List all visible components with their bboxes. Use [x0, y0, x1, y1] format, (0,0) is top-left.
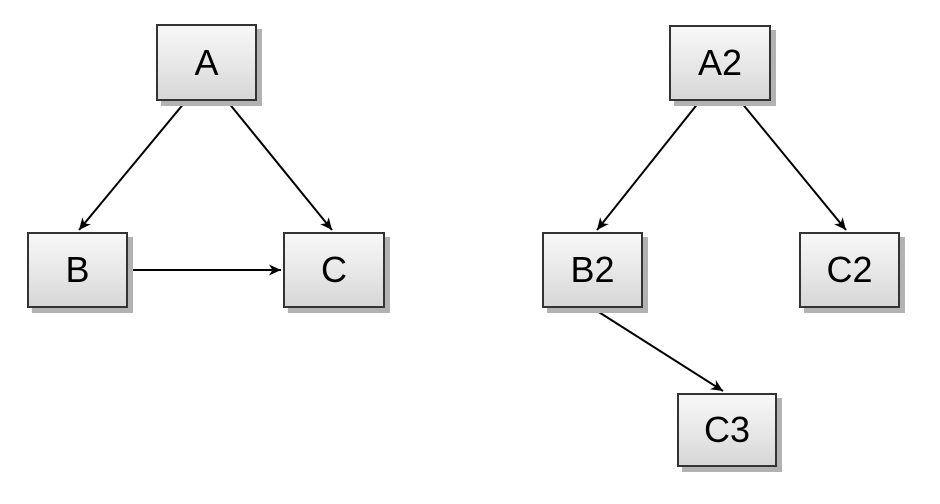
- node-C3-label: C3: [703, 409, 751, 450]
- node-C2-label: C2: [826, 249, 873, 290]
- node-B2-label: B2: [570, 249, 615, 290]
- edge-A-to-C[interactable]: [227, 101, 333, 231]
- node-C-label: C: [321, 249, 347, 290]
- node-B2[interactable]: B2: [542, 232, 643, 308]
- node-A2[interactable]: A2: [669, 25, 771, 101]
- edge-A-to-B[interactable]: [78, 101, 186, 231]
- edge-B2-to-C3[interactable]: [593, 308, 724, 392]
- node-C2[interactable]: C2: [799, 232, 900, 308]
- node-C3[interactable]: C3: [677, 393, 777, 467]
- edge-A2-to-B2[interactable]: [596, 101, 700, 231]
- node-B[interactable]: B: [27, 232, 128, 308]
- node-C[interactable]: C: [283, 232, 385, 308]
- node-A[interactable]: A: [156, 24, 257, 101]
- node-A-label: A: [194, 41, 219, 83]
- node-B-label: B: [65, 249, 90, 290]
- edge-A2-to-C2[interactable]: [740, 101, 847, 231]
- node-A2-label: A2: [697, 42, 743, 83]
